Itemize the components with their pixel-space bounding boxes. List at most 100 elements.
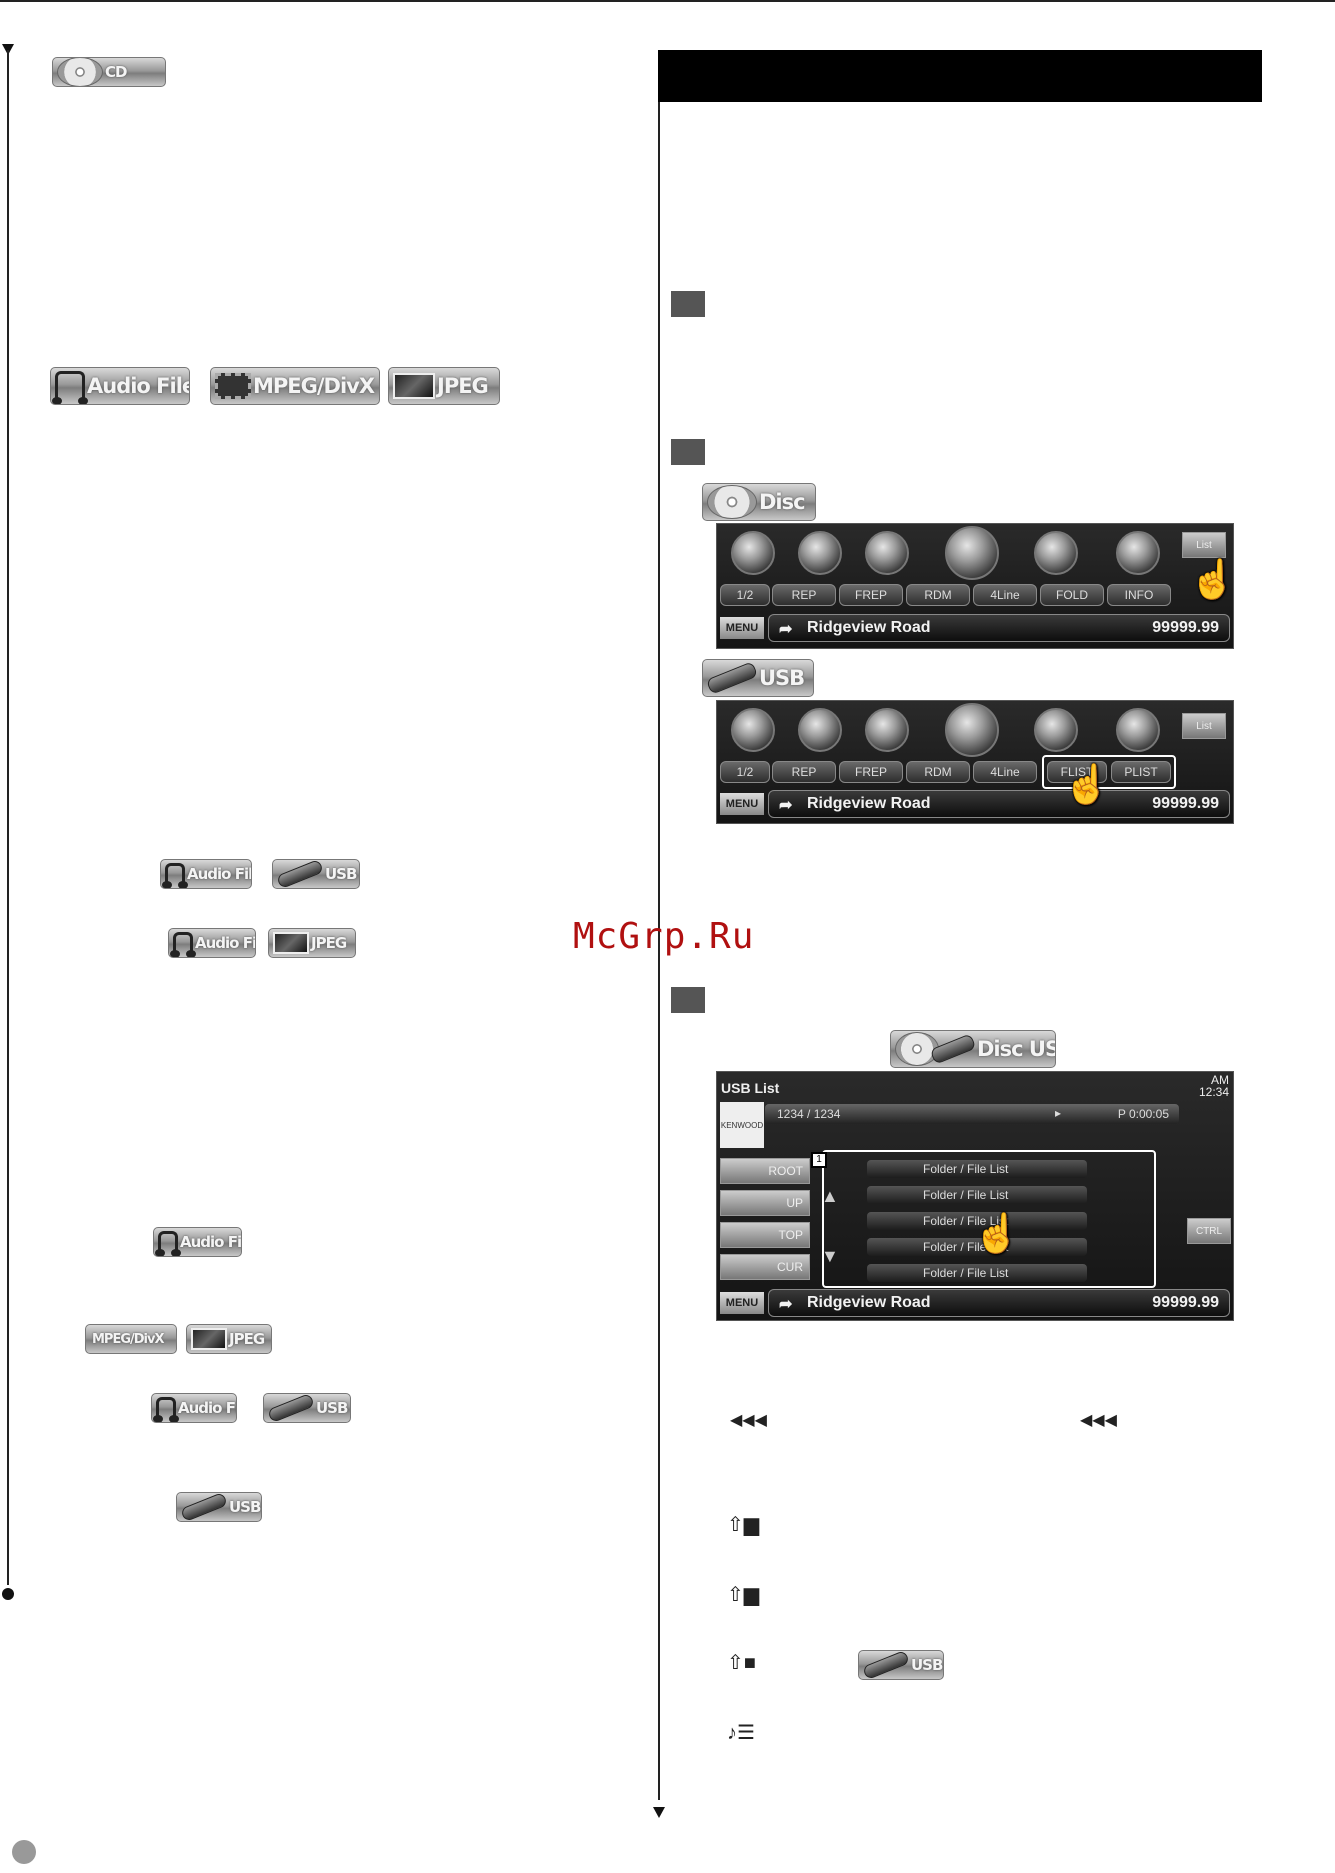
rep-button[interactable]: REP: [772, 761, 836, 783]
cd-icon: [707, 485, 757, 519]
navigation-bar: ➦ Ridgeview Road 99999.99: [768, 614, 1230, 642]
step-marker-2: [671, 439, 705, 465]
page-button[interactable]: 1/2: [720, 584, 770, 606]
root-button[interactable]: ROOT: [720, 1158, 810, 1184]
cd-badge: CD: [52, 57, 166, 87]
playlist-icon: ♪☰: [727, 1722, 755, 1744]
turn-arrow-icon: ➦: [779, 621, 793, 638]
folder-up-button[interactable]: [1116, 708, 1160, 752]
top-button[interactable]: TOP: [720, 1222, 810, 1248]
4line-button[interactable]: 4Line: [973, 584, 1037, 606]
audio-file-badge-small: Audio File: [160, 859, 252, 889]
cur-button[interactable]: CUR: [720, 1254, 810, 1280]
menu-button[interactable]: MENU: [720, 1292, 764, 1314]
usb-icon: [705, 661, 759, 695]
next-button[interactable]: [1034, 708, 1078, 752]
folder-down-button[interactable]: [798, 531, 842, 575]
usb-badge-small: USB: [272, 859, 360, 889]
menu-button[interactable]: MENU: [720, 617, 764, 639]
road-name: Ridgeview Road: [807, 795, 931, 812]
distance-value: 99999.99: [1152, 795, 1219, 812]
scroll-down-icon[interactable]: ▼: [821, 1246, 839, 1266]
road-name: Ridgeview Road: [807, 619, 931, 636]
fold-button[interactable]: FOLD: [1040, 584, 1104, 606]
usb-icon: [267, 1394, 315, 1422]
ctrl-button[interactable]: CTRL: [1187, 1218, 1231, 1244]
navigation-bar: ➦ Ridgeview Road 99999.99: [768, 1289, 1230, 1317]
flow-arrow-icon: [2, 44, 14, 55]
step-marker-3: [671, 987, 705, 1013]
usb-icon: [180, 1493, 228, 1521]
hand-icon: ☝: [1189, 559, 1234, 601]
list-item[interactable]: Folder / File List: [867, 1212, 1087, 1230]
list-button[interactable]: List: [1182, 713, 1226, 739]
audio-file-badge-small: Audio File: [153, 1227, 242, 1257]
screen-title: USB List: [721, 1080, 780, 1096]
disc-control-screen: List 1/2 REP FREP RDM 4Line FOLD INFO ME…: [716, 523, 1234, 649]
top-rule: [0, 0, 1335, 2]
jpeg-badge: JPEG: [388, 367, 500, 405]
jpeg-icon: [273, 932, 309, 954]
plist-button[interactable]: PLIST: [1111, 761, 1171, 783]
info-button[interactable]: INFO: [1107, 584, 1171, 606]
rdm-button[interactable]: RDM: [906, 584, 970, 606]
page-button[interactable]: 1/2: [720, 761, 770, 783]
frep-button[interactable]: FREP: [839, 584, 903, 606]
folder-up-icon: ⇧▆: [727, 1514, 760, 1536]
folder-up-button[interactable]: [1116, 531, 1160, 575]
section-title-bar: [658, 50, 1262, 102]
jpeg-badge-small: JPEG: [268, 928, 356, 958]
audio-file-badge: Audio File: [50, 367, 190, 405]
road-name: Ridgeview Road: [807, 1294, 931, 1311]
turn-arrow-icon: ➦: [779, 1296, 793, 1313]
play-pause-button[interactable]: [945, 526, 999, 580]
frep-button[interactable]: FREP: [839, 761, 903, 783]
jpeg-badge-small: JPEG: [186, 1324, 272, 1354]
mpeg-divx-badge-small: MPEG/DivX: [85, 1324, 177, 1354]
play-indicator-icon: ▸: [1055, 1106, 1062, 1120]
flist-button[interactable]: FLIST: [1047, 761, 1107, 783]
usb-control-screen: List 1/2 REP FREP RDM 4Line FLIST PLIST …: [716, 700, 1234, 824]
navigation-bar: ➦ Ridgeview Road 99999.99: [768, 790, 1230, 818]
rewind-icon: ◀◀◀: [1080, 1412, 1117, 1429]
usb-badge-small: USB: [176, 1492, 262, 1522]
step-marker-1: [671, 291, 705, 317]
rep-button[interactable]: REP: [772, 584, 836, 606]
list-button[interactable]: List: [1182, 532, 1226, 558]
eject-button[interactable]: [731, 531, 775, 575]
play-pause-button[interactable]: [945, 703, 999, 757]
list-item[interactable]: Folder / File List: [867, 1186, 1087, 1204]
next-button[interactable]: [1034, 531, 1078, 575]
disc-usb-badge: Disc USB: [890, 1030, 1056, 1068]
usb-badge-small: USB: [263, 1393, 351, 1423]
mpeg-divx-badge: MPEG/DivX: [210, 367, 380, 405]
folder-up-icon: ⇧▆: [727, 1584, 760, 1606]
eject-button[interactable]: [731, 708, 775, 752]
usb-icon: [276, 860, 324, 888]
list-item[interactable]: Folder / File List: [867, 1238, 1087, 1256]
menu-button[interactable]: MENU: [720, 793, 764, 815]
4line-button[interactable]: 4Line: [973, 761, 1037, 783]
device-up-icon: ⇧■: [727, 1652, 756, 1674]
watermark: McGrp.Ru: [573, 916, 755, 957]
hand-icon: ☝: [973, 1213, 1021, 1255]
usb-badge: USB: [702, 659, 814, 697]
highlight-box: [1042, 755, 1176, 789]
usb-badge-small: USB: [858, 1650, 944, 1680]
file-list: ▲ ▼ Folder / File List Folder / File Lis…: [819, 1156, 1129, 1290]
cd-badge-label: CD: [105, 63, 127, 81]
jpeg-icon: [191, 1328, 227, 1350]
turn-arrow-icon: ➦: [779, 797, 793, 814]
previous-button[interactable]: [865, 531, 909, 575]
album-art: KENWOOD: [720, 1102, 764, 1148]
up-button[interactable]: UP: [720, 1190, 810, 1216]
scroll-up-icon[interactable]: ▲: [821, 1186, 839, 1206]
folder-down-button[interactable]: [798, 708, 842, 752]
audio-file-badge-small: Audio File: [168, 928, 256, 958]
list-item[interactable]: Folder / File List: [867, 1264, 1087, 1282]
hand-icon: ☝: [1063, 764, 1111, 806]
rdm-button[interactable]: RDM: [906, 761, 970, 783]
flow-end-dot-icon: [2, 1588, 14, 1600]
list-item[interactable]: Folder / File List: [867, 1160, 1087, 1178]
previous-button[interactable]: [865, 708, 909, 752]
